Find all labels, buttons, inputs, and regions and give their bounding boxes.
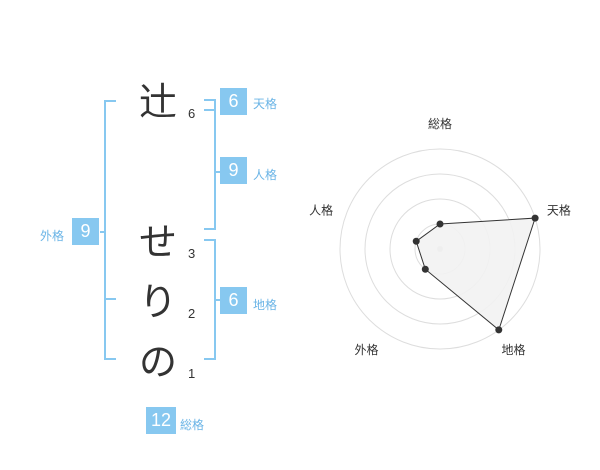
gaikaku-badge: 9 [72, 218, 99, 245]
radar-axis-label-0: 総格 [428, 116, 452, 131]
jinkaku-bracket-bottom [204, 228, 216, 230]
name-char-2: せ [138, 220, 177, 264]
name-char-1: 辻 [138, 80, 177, 124]
chikaku-label: 地格 [253, 298, 278, 312]
stroke-count-3: 2 [188, 306, 196, 321]
name-char-3: り [138, 280, 177, 324]
jinkaku-label: 人格 [253, 168, 278, 182]
gaikaku-bracket-vertical [104, 100, 106, 360]
name-char-4: の [138, 340, 177, 384]
tenkaku-connector-h1 [204, 99, 216, 101]
gaikaku-bracket-bottom [104, 358, 116, 360]
radar-point-0 [436, 220, 444, 228]
chikaku-bracket-bottom [204, 358, 216, 360]
radar-axis-label-2: 地格 [501, 342, 525, 357]
radar-point-3 [421, 265, 429, 273]
soukaku-label: 総格 [180, 418, 205, 432]
radar-point-4 [412, 237, 420, 245]
jinkaku-connector [216, 171, 220, 173]
chikaku-bracket-vertical [214, 239, 216, 360]
radar-axis-label-1: 天格 [547, 202, 571, 217]
tenkaku-connector-v [214, 99, 216, 111]
radar-point-1 [531, 214, 539, 222]
gaikaku-bracket-mid [104, 298, 116, 300]
tenkaku-badge: 6 [220, 88, 247, 115]
stroke-count-2: 3 [188, 246, 196, 261]
chikaku-badge: 6 [220, 287, 247, 314]
radar-polygon [415, 217, 536, 331]
radar-points [412, 214, 539, 334]
jinkaku-badge: 9 [220, 157, 247, 184]
radar-ring-4 [339, 148, 541, 350]
soukaku-badge: 12 [146, 407, 176, 434]
radar-point-2 [495, 326, 503, 334]
gaikaku-label: 外格 [40, 229, 65, 243]
jinkaku-bracket-vertical [214, 109, 216, 230]
stroke-count-4: 1 [188, 366, 196, 381]
chikaku-connector [216, 299, 220, 301]
radar-axis-label-3: 外格 [354, 342, 378, 357]
gaikaku-bracket-top [104, 100, 116, 102]
radar-axis-label-4: 人格 [309, 202, 333, 217]
stroke-count-1: 6 [188, 106, 196, 121]
jinkaku-bracket-top [204, 109, 216, 111]
tenkaku-label: 天格 [253, 97, 278, 111]
chikaku-bracket-top [204, 239, 216, 241]
gaikaku-connector [100, 231, 104, 233]
